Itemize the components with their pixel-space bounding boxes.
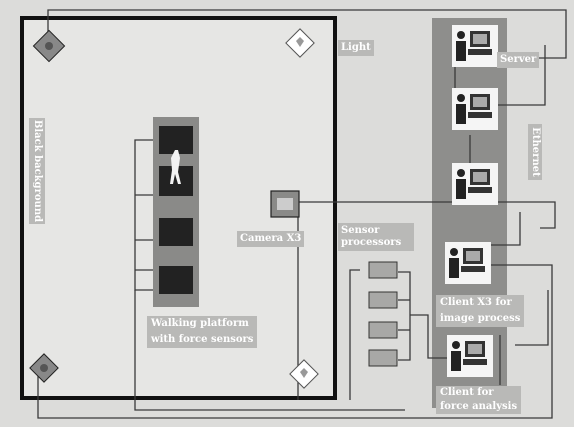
walking-platform-line-1: Walking platform: [147, 316, 258, 332]
camera-icon: [270, 190, 300, 218]
camera-label: Camera X3: [237, 231, 305, 247]
computer-workstation-icon: [447, 335, 493, 377]
computer-workstation-icon: [445, 242, 491, 284]
walking-platform-line-2: with force sensors: [147, 332, 258, 348]
computer-workstation-icon: [452, 163, 498, 205]
client-image-line-2: image process: [436, 311, 525, 327]
force-sensor-plate-4: [159, 266, 193, 294]
server-label: Server: [497, 52, 540, 68]
sensor-processors-label: Sensor processors: [338, 223, 414, 251]
light-label: Light: [338, 40, 374, 56]
force-sensor-plate-1: [159, 126, 193, 154]
lamp-icon: [285, 28, 315, 58]
computer-workstation-icon: [452, 25, 498, 67]
sensor-processor-4: [368, 349, 398, 367]
lamp-icon: [289, 359, 319, 389]
black-background-text: Black background: [32, 119, 43, 223]
lamp-icon: [29, 353, 59, 383]
sensor-processor-2: [368, 291, 398, 309]
black-background-label: Black background: [29, 118, 45, 224]
lamp-icon: [32, 29, 66, 63]
sensor-processor-3: [368, 321, 398, 339]
computer-workstation-icon: [452, 88, 498, 130]
client-force-line-1: Client for: [436, 386, 522, 400]
walker-figure: [170, 150, 181, 184]
force-sensor-plate-3: [159, 218, 193, 246]
ethernet-text: Ethernet: [530, 127, 541, 177]
ethernet-label: Ethernet: [528, 124, 542, 180]
walking-platform-label: Walking platform with force sensors: [147, 316, 258, 348]
client-force-line-2: force analysis: [436, 400, 522, 414]
client-image-line-1: Client X3 for: [436, 295, 525, 311]
sensor-processor-1: [368, 261, 398, 279]
sensor-processors-text: Sensor processors: [341, 225, 402, 248]
client-image-process-label: Client X3 for image process: [436, 295, 525, 327]
client-force-analysis-label: Client for force analysis: [436, 386, 522, 414]
